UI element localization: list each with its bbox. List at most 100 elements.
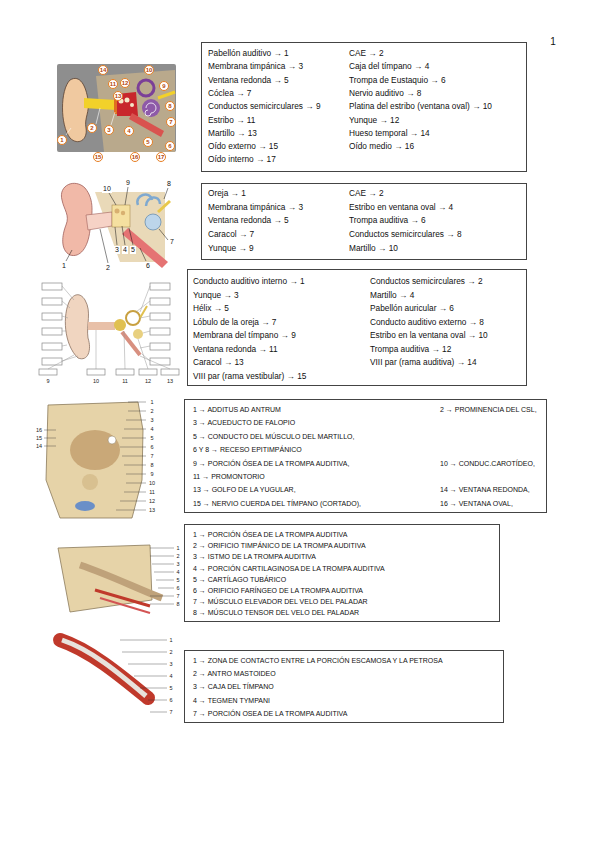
semicircular-canals xyxy=(126,311,140,325)
empty-label-box xyxy=(42,358,62,365)
ear-canal xyxy=(88,322,115,330)
legend-entry: Conducto auditivo externo → 8 xyxy=(370,316,484,328)
callout-number: 10 xyxy=(92,378,100,384)
callout-number: 3 xyxy=(149,417,154,423)
legend-entry: 5 → CARTÍLAGO TUBÁRICO xyxy=(193,574,286,586)
callout-number: 7 xyxy=(166,117,176,127)
legend-entry: Trompa auditiva → 6 xyxy=(349,214,426,226)
cochlea-spiral xyxy=(145,103,156,116)
legend-entry: 16 → VENTANA OVAL, xyxy=(440,498,513,510)
legend-entry: Conducto auditivo interno → 1 xyxy=(193,275,305,287)
legend-entry: Yunque → 12 xyxy=(349,114,399,126)
callout-number: 12 xyxy=(148,498,156,504)
callout-number: 8 xyxy=(149,462,154,468)
callout-number: 1 xyxy=(61,262,67,270)
ear-panel xyxy=(57,64,176,152)
legend-entry: Martillo → 10 xyxy=(349,242,398,254)
leader-line xyxy=(66,187,168,263)
callout-number: 10 xyxy=(102,185,112,193)
legend-entry: 2 → ORIFICIO TIMPÁNICO DE LA TROMPA AUDI… xyxy=(193,540,366,552)
legend-entry: Oreja → 1 xyxy=(208,187,246,199)
legend-entry: Membrana timpánica → 3 xyxy=(208,60,303,72)
legend-entry: Pabellón auditivo → 1 xyxy=(208,47,289,59)
empty-label-box xyxy=(139,369,157,375)
empty-label-box xyxy=(42,328,62,335)
oval-window xyxy=(108,436,116,444)
callout-number: 10 xyxy=(144,65,155,75)
jugular-bulb xyxy=(75,501,95,511)
callout-number: 8 xyxy=(166,180,172,188)
callout-number: 7 xyxy=(149,453,154,459)
legend-entry: 1 → ADDITUS AD ANTRUM xyxy=(193,404,281,416)
legend-entry: Yunque → 3 xyxy=(193,289,239,301)
callout-number: 3 xyxy=(175,561,180,567)
cochlea xyxy=(142,99,160,117)
legend-entry: Pabellón auricular → 6 xyxy=(370,302,454,314)
leader-line xyxy=(120,640,167,712)
legend-entry: CAE → 2 xyxy=(349,187,384,199)
legend-entry: 3 → CAJA DEL TÍMPANO xyxy=(193,681,274,693)
callout-number: 4 xyxy=(124,126,134,136)
callout-number: 13 xyxy=(113,91,124,101)
label-box: 1 → PORCIÓN ÓSEA DE LA TROMPA AUDITIVA2 … xyxy=(184,524,500,622)
callout-number: 16 xyxy=(35,427,43,433)
legend-entry: Trompa de Eustaquio → 6 xyxy=(349,74,446,86)
legend-entry: Oído interno → 17 xyxy=(208,153,276,165)
semicircular-canals xyxy=(138,80,154,96)
label-box-group xyxy=(39,283,179,375)
legend-entry: 14 → VENTANA REDONDA, xyxy=(440,484,530,496)
leader-line xyxy=(150,548,174,604)
callout-number: 5 xyxy=(130,246,136,254)
callout-number: 6 xyxy=(165,141,175,151)
legend-entry: Yunque → 9 xyxy=(208,242,254,254)
promontory xyxy=(82,474,98,490)
leader-line xyxy=(66,108,115,135)
callout-number: 9 xyxy=(45,378,50,384)
legend-entry: Oído medio → 16 xyxy=(349,140,414,152)
legend-entry: Caracol → 7 xyxy=(208,228,254,240)
nerve xyxy=(158,201,170,212)
legend-entry: Trompa auditiva → 12 xyxy=(370,343,451,355)
cochlea xyxy=(145,214,161,230)
callout-number: 2 xyxy=(149,408,154,414)
auditory-tube xyxy=(80,565,162,598)
bone xyxy=(58,545,152,612)
legend-entry: VIII par (rama auditiva) → 14 xyxy=(370,356,477,368)
legend-entry: Hélix → 5 xyxy=(193,302,229,314)
legend-entry: 2 → PROMINENCIA DEL CSL, xyxy=(440,404,537,416)
cochlea xyxy=(133,329,143,339)
callout-number: 1 xyxy=(175,545,180,551)
legend-entry: Ventana redonda → 11 xyxy=(193,343,278,355)
callout-number: 15 xyxy=(93,152,104,162)
semicircular-canals xyxy=(137,195,160,206)
callout-number: 16 xyxy=(130,152,141,162)
callout-number: 14 xyxy=(98,65,109,75)
legend-entry: Ventana redonda → 5 xyxy=(208,214,289,226)
callout-number: 1 xyxy=(57,135,67,145)
legend-entry: Martillo → 4 xyxy=(370,289,414,301)
legend-entry: 2 → ANTRO MASTOIDEO xyxy=(193,668,276,680)
callout-number: 13 xyxy=(148,507,156,513)
page-number: 1 xyxy=(550,36,556,48)
callout-number: 13 xyxy=(166,378,174,384)
callout-number: 9 xyxy=(125,179,131,187)
legend-entry: 5 → CONDUCTO DEL MÚSCULO DEL MARTILLO, xyxy=(193,431,354,443)
callout-number: 2 xyxy=(87,123,97,133)
legend-entry: 13 → GOLFO DE LA YUGULAR, xyxy=(193,484,296,496)
legend-entry: 10 → CONDUC.CAROTÍDEO, xyxy=(440,458,535,470)
pinna xyxy=(63,78,89,141)
callout-number: 15 xyxy=(35,435,43,441)
empty-label-box xyxy=(150,328,170,335)
callout-number: 8 xyxy=(175,601,180,607)
legend-entry: Caracol → 13 xyxy=(193,356,244,368)
temporal-bone-section xyxy=(46,402,143,518)
callout-number: 11 xyxy=(108,79,118,89)
callout-number: 2 xyxy=(168,649,173,655)
callout-number: 4 xyxy=(175,569,180,575)
label-box: Pabellón auditivo → 1CAE → 2Membrana tim… xyxy=(201,42,527,172)
callout-number: 7 xyxy=(169,238,175,246)
callout-number: 3 xyxy=(114,246,120,254)
callout-number: 7 xyxy=(175,593,180,599)
legend-entry: Estribo en la ventana oval → 10 xyxy=(370,329,488,341)
